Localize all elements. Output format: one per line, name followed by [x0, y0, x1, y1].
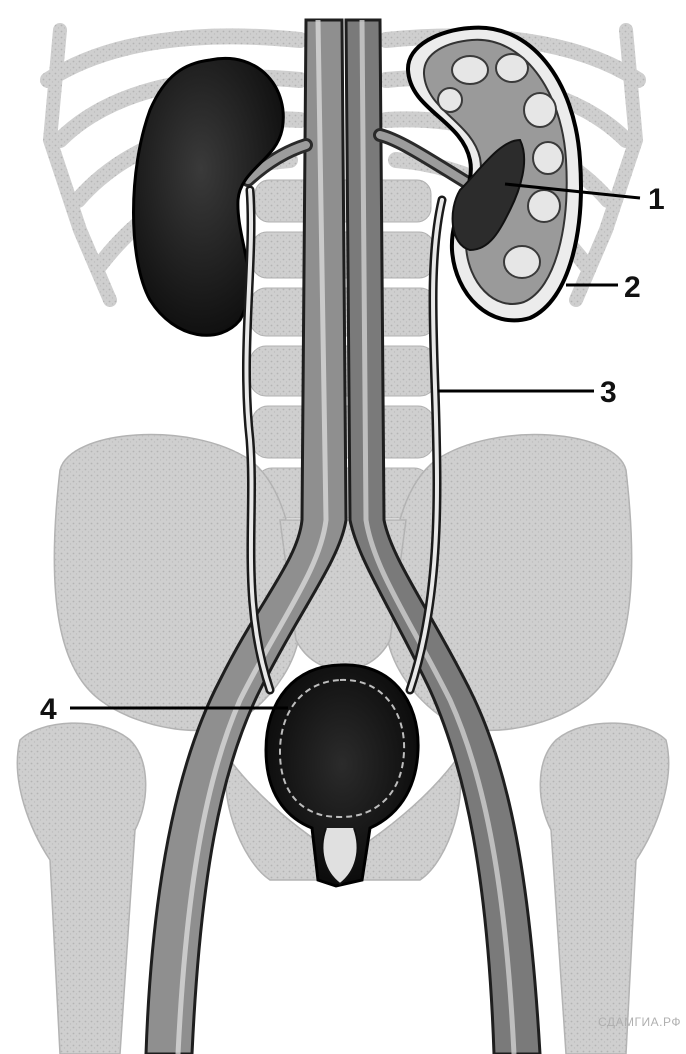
callout-label-1: 1	[648, 183, 665, 216]
watermark: СДАМГИА.РФ	[598, 1015, 681, 1029]
callout-label-2: 2	[624, 271, 641, 304]
callout-label-4: 4	[40, 693, 57, 726]
callout-label-3: 3	[600, 376, 617, 409]
